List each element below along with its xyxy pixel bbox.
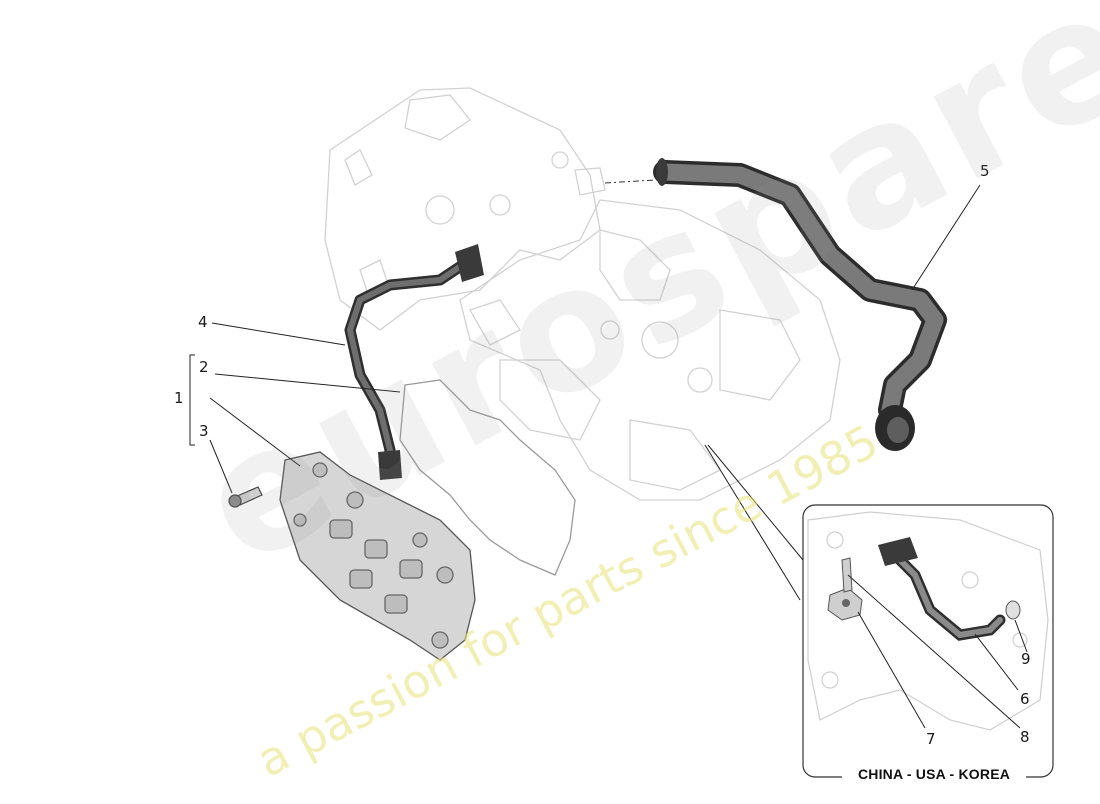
callout-6: 6 — [1020, 690, 1030, 708]
callout-3: 3 — [199, 422, 209, 440]
callout-8: 8 — [1020, 728, 1030, 746]
engine-outline — [324, 87, 841, 501]
callout-5: 5 — [980, 162, 990, 180]
callout-4: 4 — [198, 313, 208, 331]
callout-9: 9 — [1021, 650, 1031, 668]
hose-5 — [653, 158, 947, 451]
callout-1: 1 — [174, 389, 184, 407]
leader-lines — [189, 184, 1028, 729]
bolt — [228, 486, 263, 508]
gasket — [399, 379, 576, 576]
inset-region-label: CHINA - USA - KOREA — [842, 766, 1026, 784]
callout-2: 2 — [199, 358, 209, 376]
separator-plate — [279, 451, 476, 661]
callout-7: 7 — [926, 730, 936, 748]
hose-4 — [344, 244, 484, 480]
connection-line — [604, 179, 656, 184]
inset-frame — [802, 504, 1054, 778]
